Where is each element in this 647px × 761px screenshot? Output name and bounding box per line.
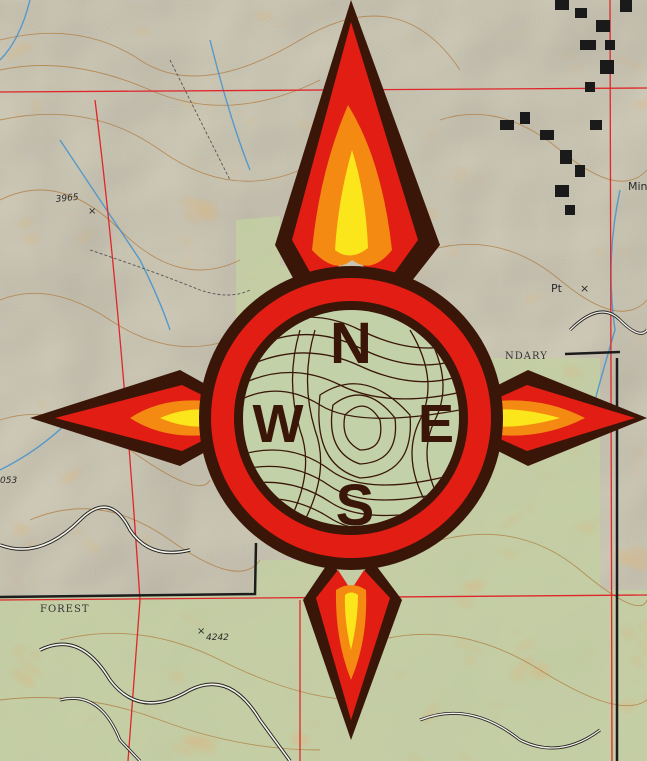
roads: [0, 59, 647, 761]
compass-east-letter: E: [418, 394, 454, 454]
boundary-label: NDARY: [505, 351, 548, 362]
spot-elevation-marker-2: ×: [197, 626, 205, 637]
east-flame: [478, 370, 647, 466]
forest-boundary-label: FOREST: [40, 604, 90, 615]
streams: [0, 0, 621, 471]
mine-structures: [500, 0, 632, 215]
north-flame: [275, 0, 440, 300]
compass-north-letter: N: [330, 311, 372, 376]
mine-label: Min: [628, 180, 647, 193]
south-flame: [303, 560, 402, 740]
compass-west-letter: W: [253, 394, 304, 454]
elevation-label-4242: 4242: [206, 633, 229, 643]
point-label: Pt: [551, 282, 563, 295]
compass-disc: [243, 310, 459, 526]
elevation-label-3965: 3965: [55, 193, 79, 205]
spot-elevation-marker: ×: [88, 206, 96, 217]
compass-rose: N S W E: [30, 0, 647, 740]
compass-south-letter: S: [336, 473, 375, 538]
point-marker: ×: [580, 282, 589, 295]
elevation-label-053: 053: [0, 476, 17, 486]
